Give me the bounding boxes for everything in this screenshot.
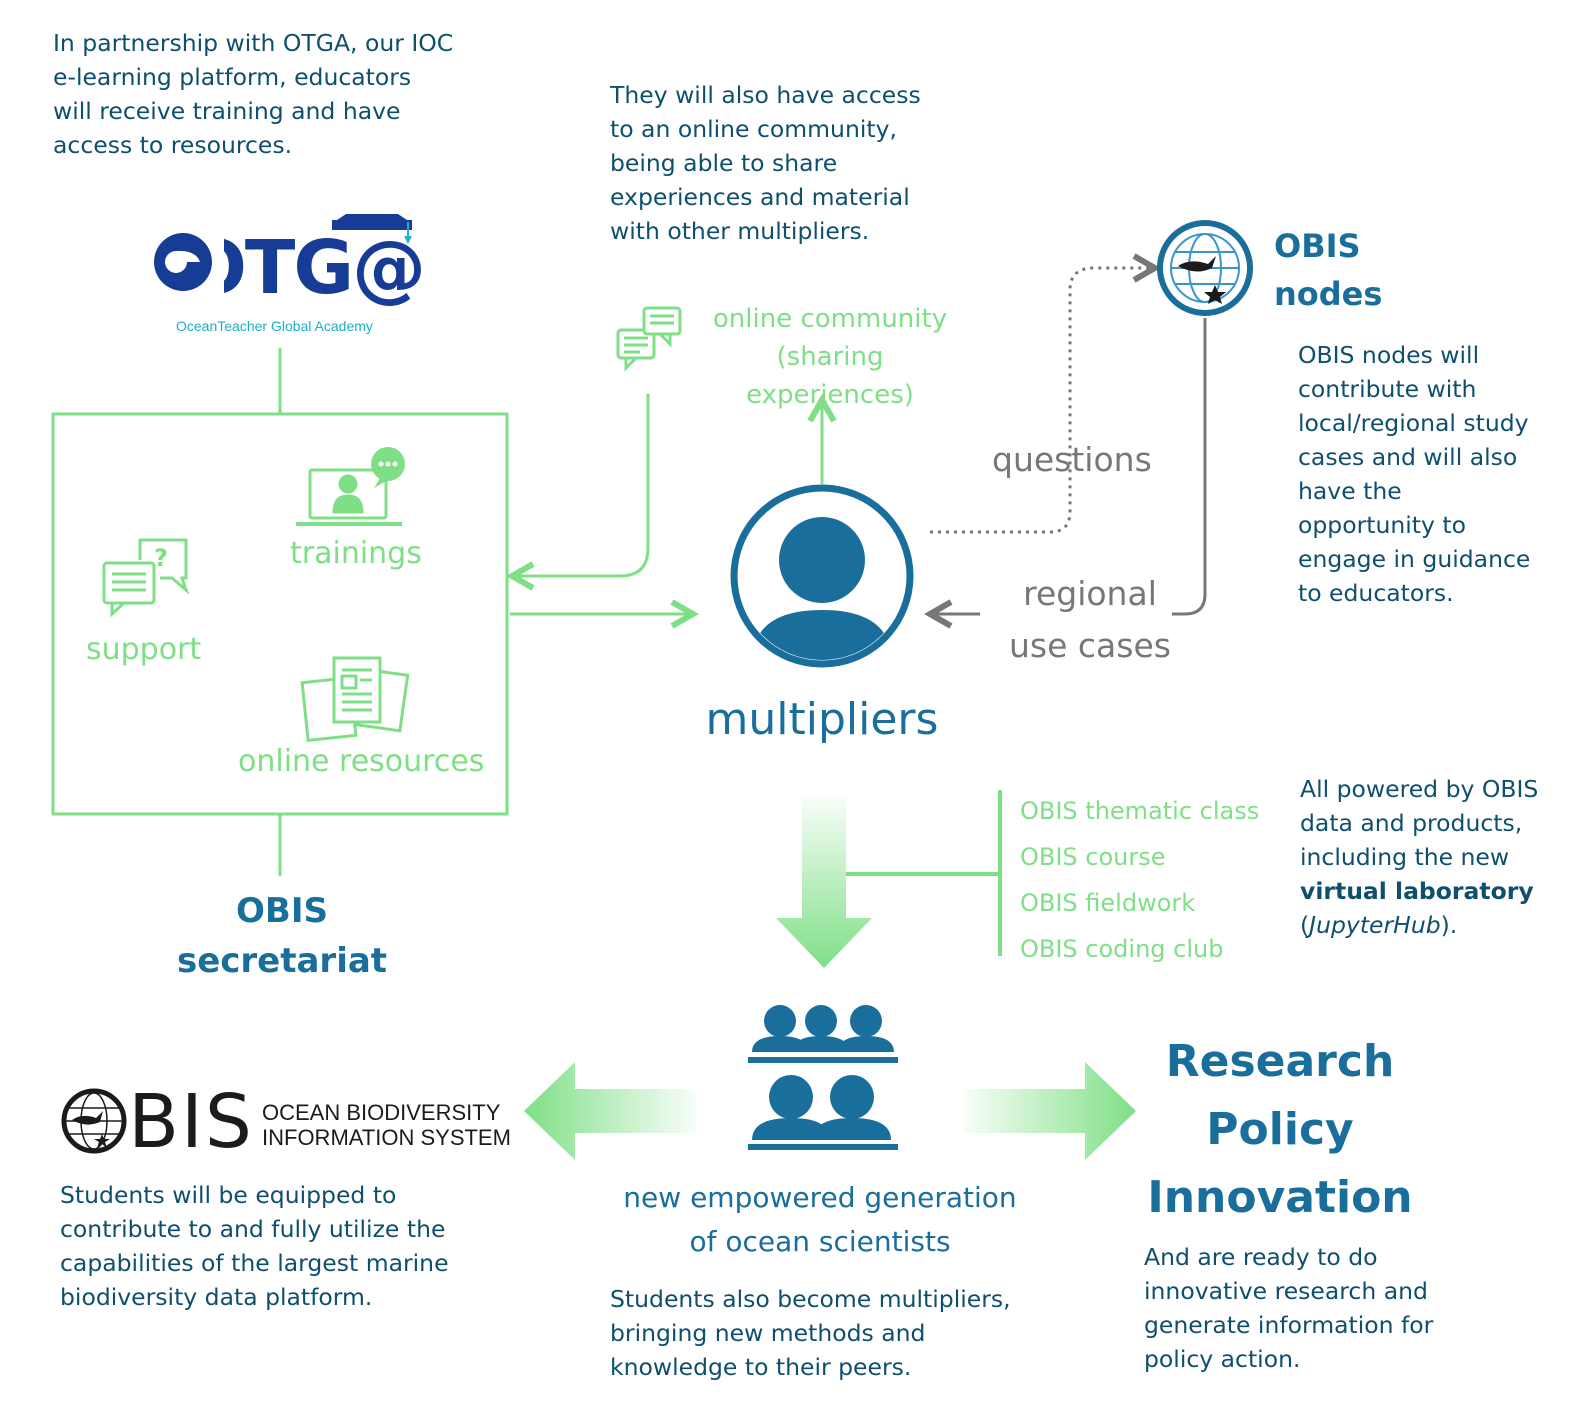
otga-resources-box xyxy=(51,412,509,816)
obis-logo-globe xyxy=(61,1088,127,1154)
use-cases-arrow xyxy=(1172,318,1207,616)
community-intro-text: They will also have access to an online … xyxy=(610,81,921,245)
questions-arrow xyxy=(930,268,1155,534)
outcomes-list: Research Policy Innovation xyxy=(1130,1028,1430,1232)
generation-line1: new empowered generation xyxy=(623,1181,1017,1214)
class-item: OBIS thematic class xyxy=(1020,797,1260,825)
obis-logo-subtitle: OCEAN BIODIVERSITY INFORMATION SYSTEM xyxy=(262,1100,511,1150)
paren-open: ( xyxy=(1300,911,1310,939)
trainings-label: trainings xyxy=(290,536,422,571)
otga-logo-wordmark: OTG@ xyxy=(184,225,425,311)
down-arrow xyxy=(776,796,872,968)
secretariat-line1: OBIS xyxy=(236,891,328,931)
right-arrow xyxy=(964,1062,1136,1160)
online-community-label: online community (sharing experiences) xyxy=(690,300,970,414)
obis-nodes-title: OBIS nodes xyxy=(1274,222,1382,318)
class-item: OBIS coding club xyxy=(1020,935,1224,963)
obis-classes-list: OBIS thematic class OBIS course OBIS fie… xyxy=(1020,788,1259,972)
left-arrow xyxy=(524,1062,696,1160)
obis-secretariat-title: OBIS secretariat xyxy=(140,886,424,986)
outcome-policy: Policy xyxy=(1206,1104,1354,1155)
class-item: OBIS fieldwork xyxy=(1020,889,1196,917)
ready-text: And are ready to do innovative research … xyxy=(1144,1243,1434,1373)
regional-use-cases-label: regional use cases xyxy=(990,568,1190,672)
otga-logo: OTG@ OceanTeacher Global Academy xyxy=(150,222,440,352)
outcome-innovation: Innovation xyxy=(1147,1172,1413,1223)
chat-bubbles-icon xyxy=(616,306,682,372)
secretariat-line2: secretariat xyxy=(176,941,388,981)
class-item: OBIS course xyxy=(1020,843,1166,871)
paren-close: ). xyxy=(1440,911,1458,939)
community-line1: online community xyxy=(712,304,948,334)
powered-by-pre: All powered by OBIS data and products, i… xyxy=(1300,775,1539,871)
documents-icon xyxy=(300,656,410,742)
video-training-icon xyxy=(296,447,405,526)
otga-logo-tagline: OceanTeacher Global Academy xyxy=(176,318,373,334)
generation-line2: of ocean scientists xyxy=(689,1225,951,1258)
nodes-line1: OBIS xyxy=(1274,227,1361,265)
jupyterhub-text: JupyterHub xyxy=(1309,911,1441,939)
students-obis-text: Students will be equipped to contribute … xyxy=(60,1181,449,1311)
online-resources-label: online resources xyxy=(238,744,485,779)
otga-logo-mark xyxy=(154,214,412,291)
powered-by-text: All powered by OBIS data and products, i… xyxy=(1300,772,1580,942)
multipliers-label: multipliers xyxy=(705,694,939,745)
obis-globe-icon xyxy=(1157,220,1253,316)
use-cases-line2: use cases xyxy=(1009,626,1171,665)
new-generation-label: new empowered generation of ocean scient… xyxy=(580,1176,1060,1264)
community-line2: (sharing experiences) xyxy=(746,342,914,410)
people-group-icon xyxy=(748,1005,898,1150)
nodes-line2: nodes xyxy=(1274,275,1383,313)
questions-label: questions xyxy=(992,440,1152,479)
community-to-box-arrow xyxy=(512,394,650,576)
virtual-laboratory-text: virtual laboratory xyxy=(1300,877,1534,905)
support-label: support xyxy=(86,632,202,667)
multiplier-person-icon xyxy=(730,484,914,668)
obis-logo-wordmark: OBIS xyxy=(68,1079,254,1165)
obis-logo-line2: INFORMATION SYSTEM xyxy=(262,1125,511,1150)
outcome-research: Research xyxy=(1165,1036,1395,1087)
obis-logo-line1: OCEAN BIODIVERSITY xyxy=(262,1100,501,1125)
otga-intro-text: In partnership with OTGA, our IOC e-lear… xyxy=(53,29,454,159)
svg-text:?: ? xyxy=(154,544,168,572)
students-multipliers-text: Students also become multipliers, bringi… xyxy=(610,1285,1011,1381)
support-chat-icon: ? xyxy=(102,538,190,618)
use-cases-line1: regional xyxy=(1023,574,1157,613)
nodes-description-text: OBIS nodes will contribute with local/re… xyxy=(1298,341,1531,607)
